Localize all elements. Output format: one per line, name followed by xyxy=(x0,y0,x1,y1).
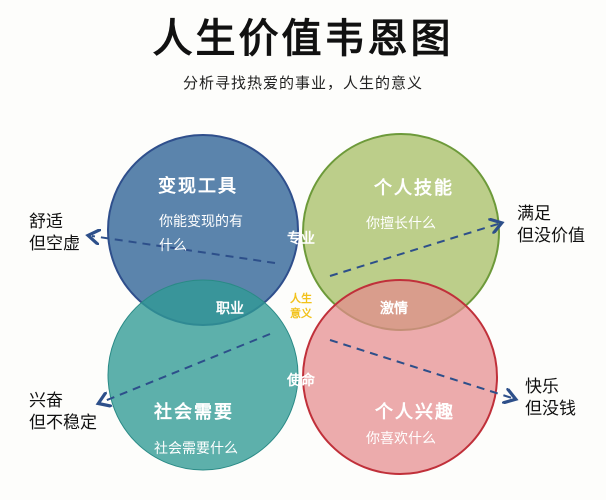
outcome-top-left: 舒适 但空虚 xyxy=(29,211,80,255)
outcome-top-left-line2: 但空虚 xyxy=(29,234,80,254)
overlap-mission: 使命 xyxy=(287,373,315,389)
skills-title: 个人技能 xyxy=(374,178,454,199)
society-question: 社会需要什么 xyxy=(154,441,238,457)
outcome-bottom-left-line1: 兴奋 xyxy=(29,391,63,411)
skills-question: 你擅长什么 xyxy=(366,216,436,232)
arrow-bottom-left xyxy=(102,333,271,402)
outcome-top-right: 满足 但没价值 xyxy=(517,203,585,247)
outcome-bottom-right: 快乐 但没钱 xyxy=(525,376,576,420)
arrow-bottom-right xyxy=(329,339,512,398)
outcome-top-left-line1: 舒适 xyxy=(29,212,63,232)
circle-society xyxy=(107,279,299,471)
monetize-title: 变现工具 xyxy=(158,176,238,197)
center-life-meaning: 人生 意义 xyxy=(290,291,312,321)
monetize-question-line1: 你能变现的有 xyxy=(159,214,243,230)
overlap-profession: 专业 xyxy=(287,231,315,247)
monetize-question-line2: 什么 xyxy=(159,238,187,254)
outcome-bottom-left-line2: 但不稳定 xyxy=(29,413,97,433)
society-title: 社会需要 xyxy=(154,402,234,423)
circle-interest xyxy=(302,279,498,475)
arrow-top-left xyxy=(92,236,276,264)
interest-question: 你喜欢什么 xyxy=(366,431,436,447)
overlap-passion: 激情 xyxy=(380,301,408,317)
arrow-top-right xyxy=(329,224,498,277)
center-line1: 人生 xyxy=(290,292,312,305)
outcome-top-right-line2: 但没价值 xyxy=(517,226,585,246)
overlap-career: 职业 xyxy=(216,301,244,317)
page-subtitle: 分析寻找热爱的事业，人生的意义 xyxy=(182,74,423,92)
outcome-bottom-right-line2: 但没钱 xyxy=(525,399,576,419)
outcome-bottom-right-line1: 快乐 xyxy=(525,377,559,397)
outcome-top-right-line1: 满足 xyxy=(517,204,551,224)
outcome-bottom-left: 兴奋 但不稳定 xyxy=(29,390,97,434)
interest-title: 个人兴趣 xyxy=(375,402,455,423)
page-title: 人生价值韦恩图 xyxy=(152,16,454,62)
center-line2: 意义 xyxy=(290,307,312,320)
